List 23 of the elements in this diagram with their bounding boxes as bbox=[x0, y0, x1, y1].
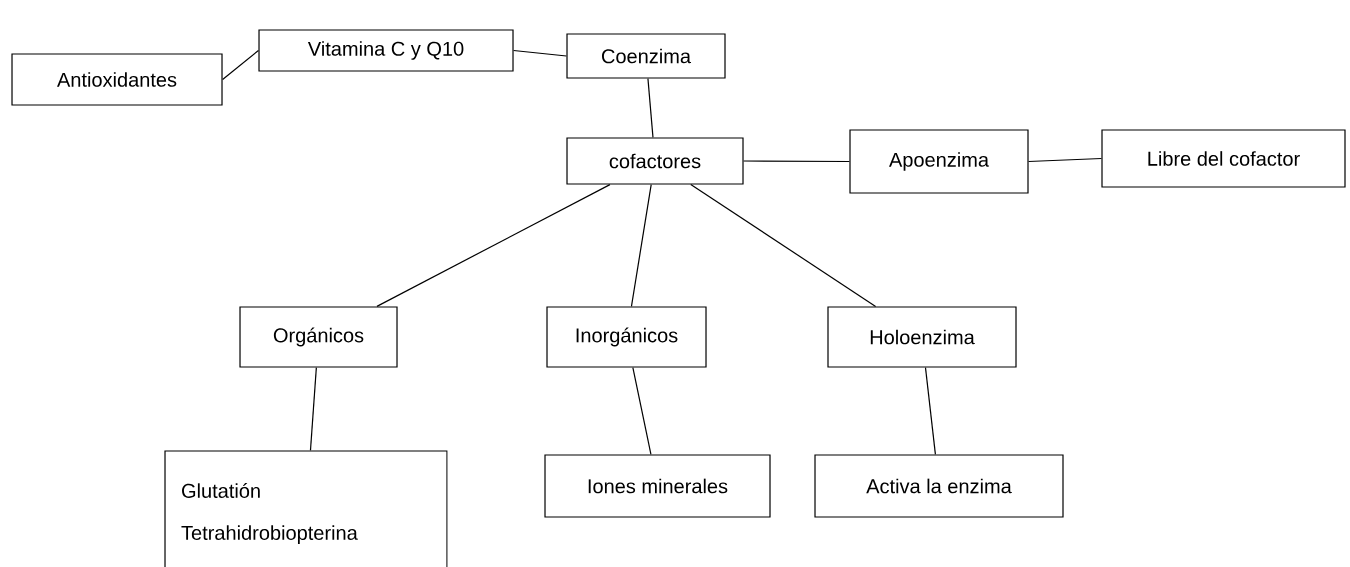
connector-line bbox=[630, 184, 652, 307]
text-box: Libre del cofactor bbox=[1101, 129, 1346, 188]
text-box: Activa la enzima bbox=[814, 454, 1064, 518]
connector-line bbox=[222, 49, 259, 81]
connector-line bbox=[743, 160, 850, 163]
connector-line bbox=[924, 367, 936, 455]
connector-line bbox=[690, 184, 877, 307]
text-box: Orgánicos bbox=[239, 306, 398, 368]
connector-line bbox=[376, 184, 611, 307]
text-box: Inorgánicos bbox=[546, 306, 707, 368]
text-box: Vitamina C y Q10 bbox=[258, 29, 514, 72]
text-box: Coenzima bbox=[566, 33, 726, 79]
text-box: Glutatión Tetrahidrobiopterina bbox=[164, 450, 448, 567]
connector-line bbox=[632, 367, 652, 455]
connector-line bbox=[513, 49, 567, 57]
connector-line bbox=[647, 78, 654, 138]
connector-line bbox=[1028, 157, 1102, 163]
text-box: cofactores bbox=[566, 137, 744, 185]
text-box: Holoenzima bbox=[827, 306, 1017, 368]
text-box: Iones minerales bbox=[544, 454, 771, 518]
text-box: Antioxidantes bbox=[11, 53, 223, 106]
connector-line bbox=[309, 367, 317, 451]
text-box: Apoenzima bbox=[849, 129, 1029, 194]
